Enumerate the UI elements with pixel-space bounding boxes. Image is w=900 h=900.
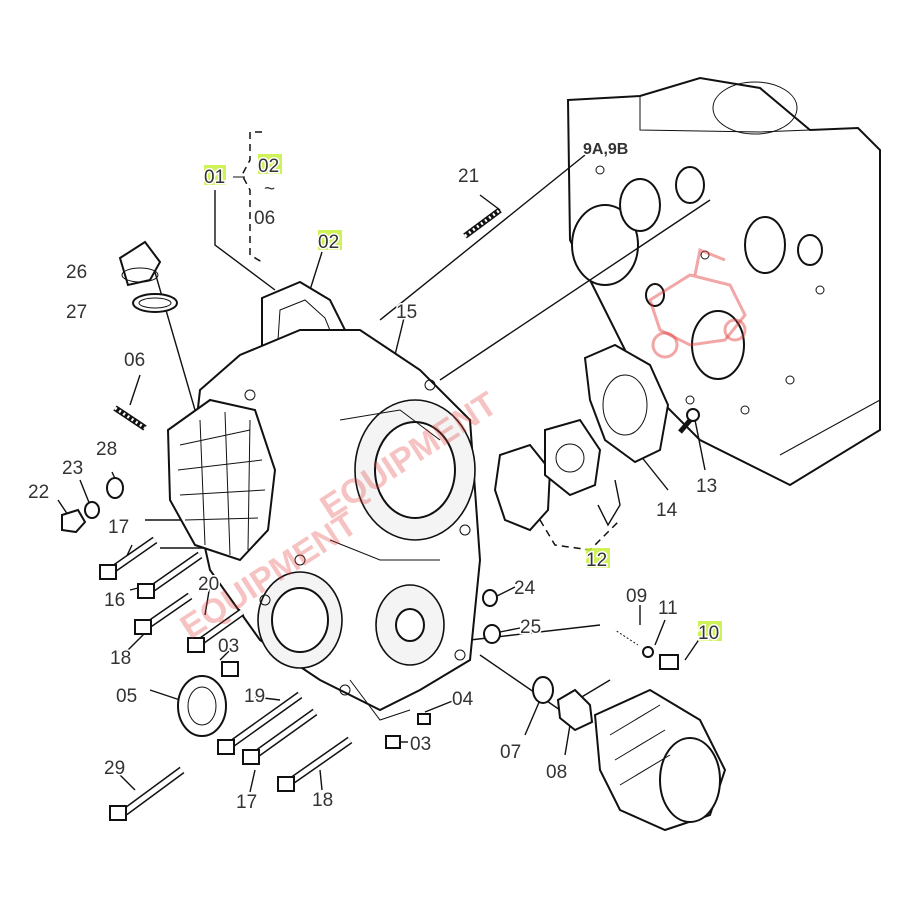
label-03-b: 03 xyxy=(410,734,431,755)
plug-04 xyxy=(417,713,431,725)
label-27: 27 xyxy=(66,302,87,323)
gear-case-15 xyxy=(188,329,482,721)
label-tilde: ~ xyxy=(264,179,275,200)
plug-03-a xyxy=(221,661,239,677)
label-18-a: 18 xyxy=(110,648,131,669)
label-10: 10 xyxy=(698,623,719,644)
bolt-18-a xyxy=(134,592,193,635)
bolt-29 xyxy=(109,766,185,821)
label-26: 26 xyxy=(66,262,87,283)
screw-13 xyxy=(678,408,700,434)
o-ring-27 xyxy=(132,293,178,313)
bolt-16 xyxy=(137,551,203,599)
label-9a-9b: 9A,9B xyxy=(583,141,628,158)
label-22: 22 xyxy=(28,482,49,503)
label-25: 25 xyxy=(520,617,541,638)
label-07: 07 xyxy=(500,742,521,763)
label-09: 09 xyxy=(626,586,647,607)
label-29: 29 xyxy=(104,758,125,779)
label-11: 11 xyxy=(658,598,678,619)
label-20: 20 xyxy=(198,574,219,595)
callout-labels: 01 02 ~ 06 02 21 9A,9B 26 27 15 06 28 23… xyxy=(27,140,721,815)
seal-05 xyxy=(177,675,227,737)
label-17-a: 17 xyxy=(108,517,129,538)
nipple-08 xyxy=(556,688,594,732)
oil-filler-cap-26 xyxy=(118,240,162,287)
oil-pump-12 xyxy=(493,418,602,532)
label-05: 05 xyxy=(116,686,137,707)
label-13: 13 xyxy=(696,476,717,497)
label-18-b: 18 xyxy=(312,790,333,811)
small-fasteners xyxy=(61,405,147,534)
label-08: 08 xyxy=(546,762,567,783)
relief-valve xyxy=(613,628,679,670)
highlight-boxes xyxy=(204,154,722,641)
washers-24-25 xyxy=(482,589,501,644)
label-17-b: 17 xyxy=(236,792,257,813)
bolt-19 xyxy=(217,691,303,755)
label-06-a: 06 xyxy=(254,208,275,229)
bolts xyxy=(99,536,431,821)
label-12: 12 xyxy=(586,550,607,571)
oil-filter xyxy=(593,688,727,832)
label-02-a: 02 xyxy=(258,156,279,177)
label-01: 01 xyxy=(204,167,225,188)
label-06-b: 06 xyxy=(124,350,145,371)
bolt-20 xyxy=(187,608,245,653)
label-24: 24 xyxy=(514,578,536,599)
label-14: 14 xyxy=(656,500,678,521)
stud-21 xyxy=(463,207,502,239)
label-02-b: 02 xyxy=(318,232,339,253)
label-16: 16 xyxy=(104,590,125,611)
timing-cover-grill xyxy=(166,398,277,562)
bolt-18-b xyxy=(277,736,353,792)
bracket-01-06 xyxy=(233,131,263,263)
gasket-14 xyxy=(583,343,670,464)
label-23: 23 xyxy=(62,458,83,479)
label-03-a: 03 xyxy=(218,636,239,657)
bolt-17-a xyxy=(99,536,158,580)
label-19: 19 xyxy=(244,686,265,707)
washer-07 xyxy=(532,676,554,704)
label-15: 15 xyxy=(396,302,417,323)
label-28: 28 xyxy=(96,439,117,460)
bolt-17-b xyxy=(242,708,318,765)
plug-03-b xyxy=(385,735,401,749)
label-21: 21 xyxy=(458,166,479,187)
label-04: 04 xyxy=(452,689,474,710)
